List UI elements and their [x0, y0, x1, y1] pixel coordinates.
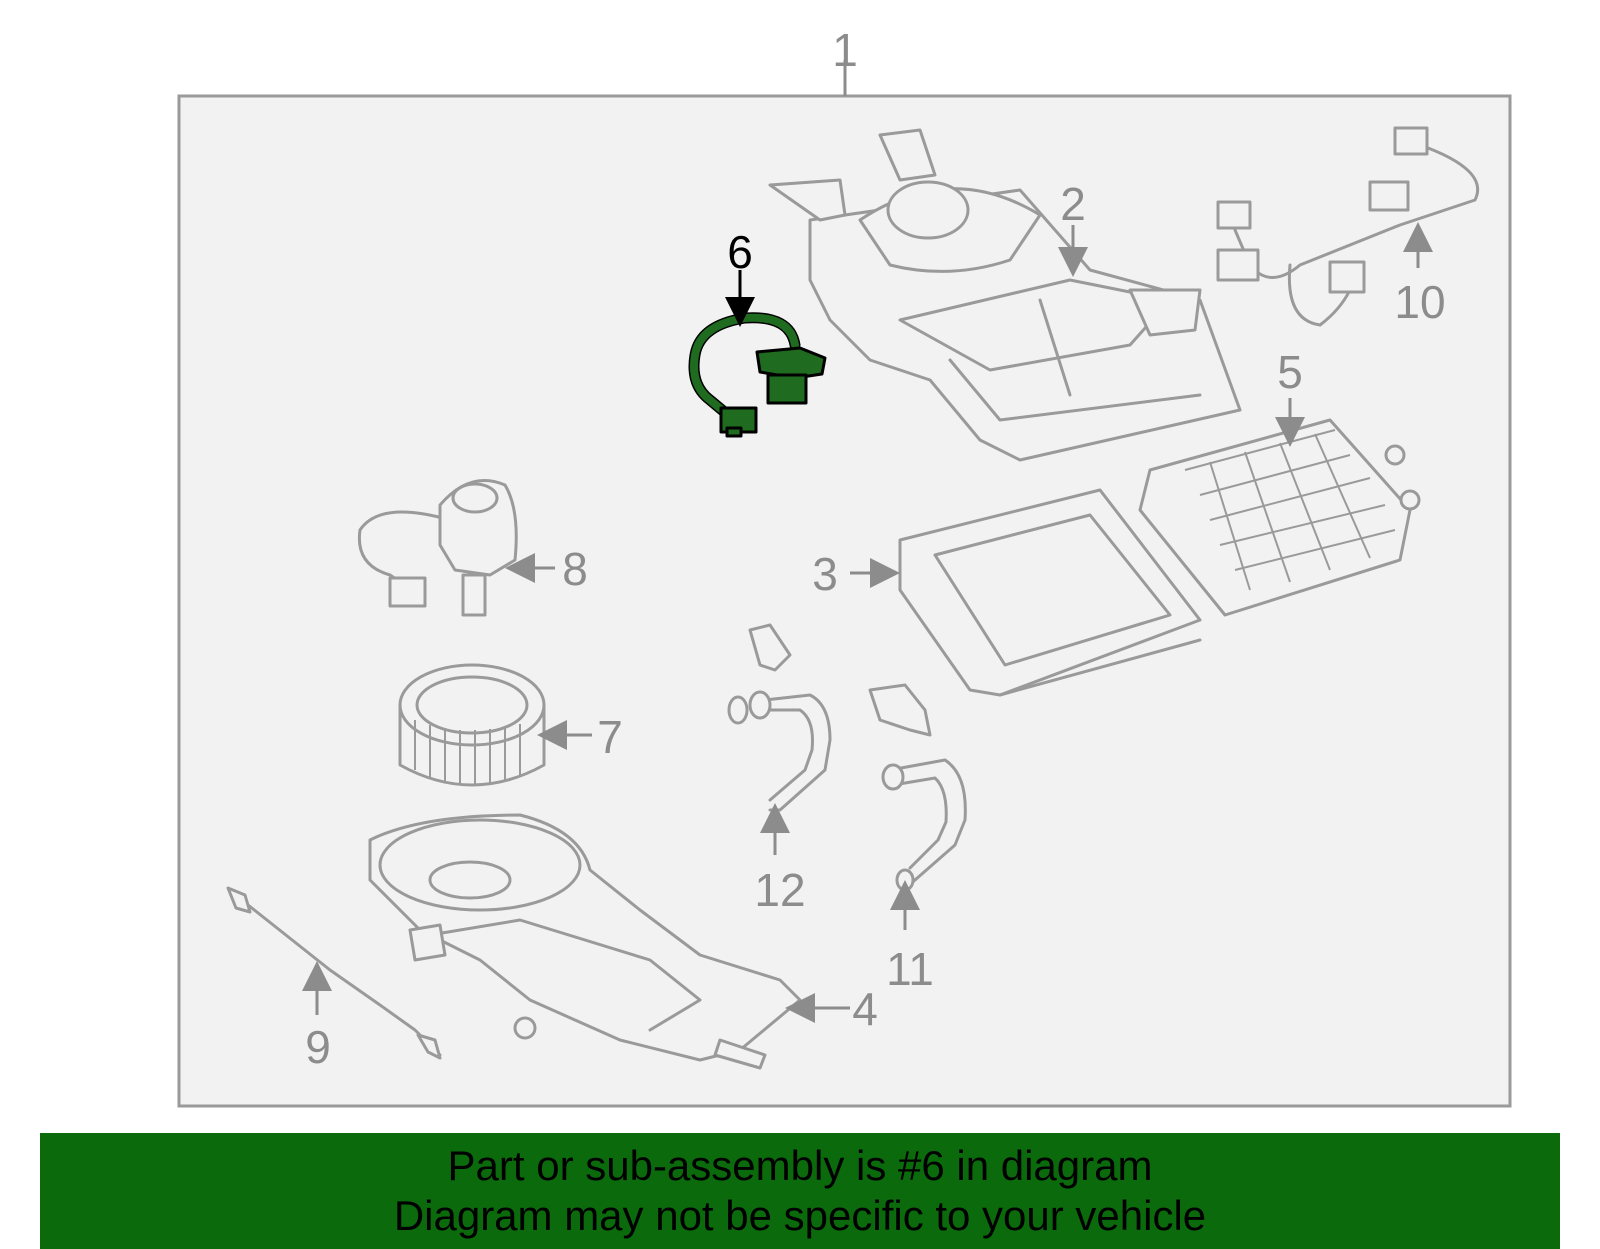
- part-10-wire-harness[interactable]: [1216, 126, 1480, 327]
- callout-11[interactable]: 11: [886, 943, 934, 995]
- info-banner: Part or sub-assembly is #6 in diagram Di…: [40, 1133, 1560, 1249]
- part-3-evaporator-housing[interactable]: [898, 488, 1202, 697]
- part-5-heater-core[interactable]: [1138, 418, 1421, 617]
- callout-10[interactable]: 10: [1394, 276, 1445, 328]
- callout-4[interactable]: 4: [852, 983, 878, 1035]
- callout-2[interactable]: 2: [1060, 178, 1086, 230]
- callout-7[interactable]: 7: [597, 711, 623, 763]
- callout-12[interactable]: 12: [754, 864, 805, 916]
- callout-1[interactable]: 1: [832, 24, 858, 76]
- part-12-hose[interactable]: [727, 623, 832, 812]
- callout-3[interactable]: 3: [812, 548, 838, 600]
- part-8-blower-motor[interactable]: [357, 479, 518, 617]
- callout-9[interactable]: 9: [305, 1021, 331, 1073]
- callout-8[interactable]: 8: [562, 543, 588, 595]
- callout-5[interactable]: 5: [1277, 346, 1303, 398]
- callout-6[interactable]: 6: [727, 226, 753, 278]
- banner-line-1: Part or sub-assembly is #6 in diagram: [447, 1142, 1153, 1189]
- part-2-heater-case[interactable]: [768, 128, 1242, 462]
- part-9-cable[interactable]: [226, 886, 442, 1060]
- part-7-blower-fan[interactable]: [398, 663, 546, 787]
- part-4-blower-case[interactable]: [368, 813, 802, 1070]
- banner-line-2: Diagram may not be specific to your vehi…: [393, 1192, 1207, 1239]
- part-6-sensor-highlighted[interactable]: [688, 312, 827, 438]
